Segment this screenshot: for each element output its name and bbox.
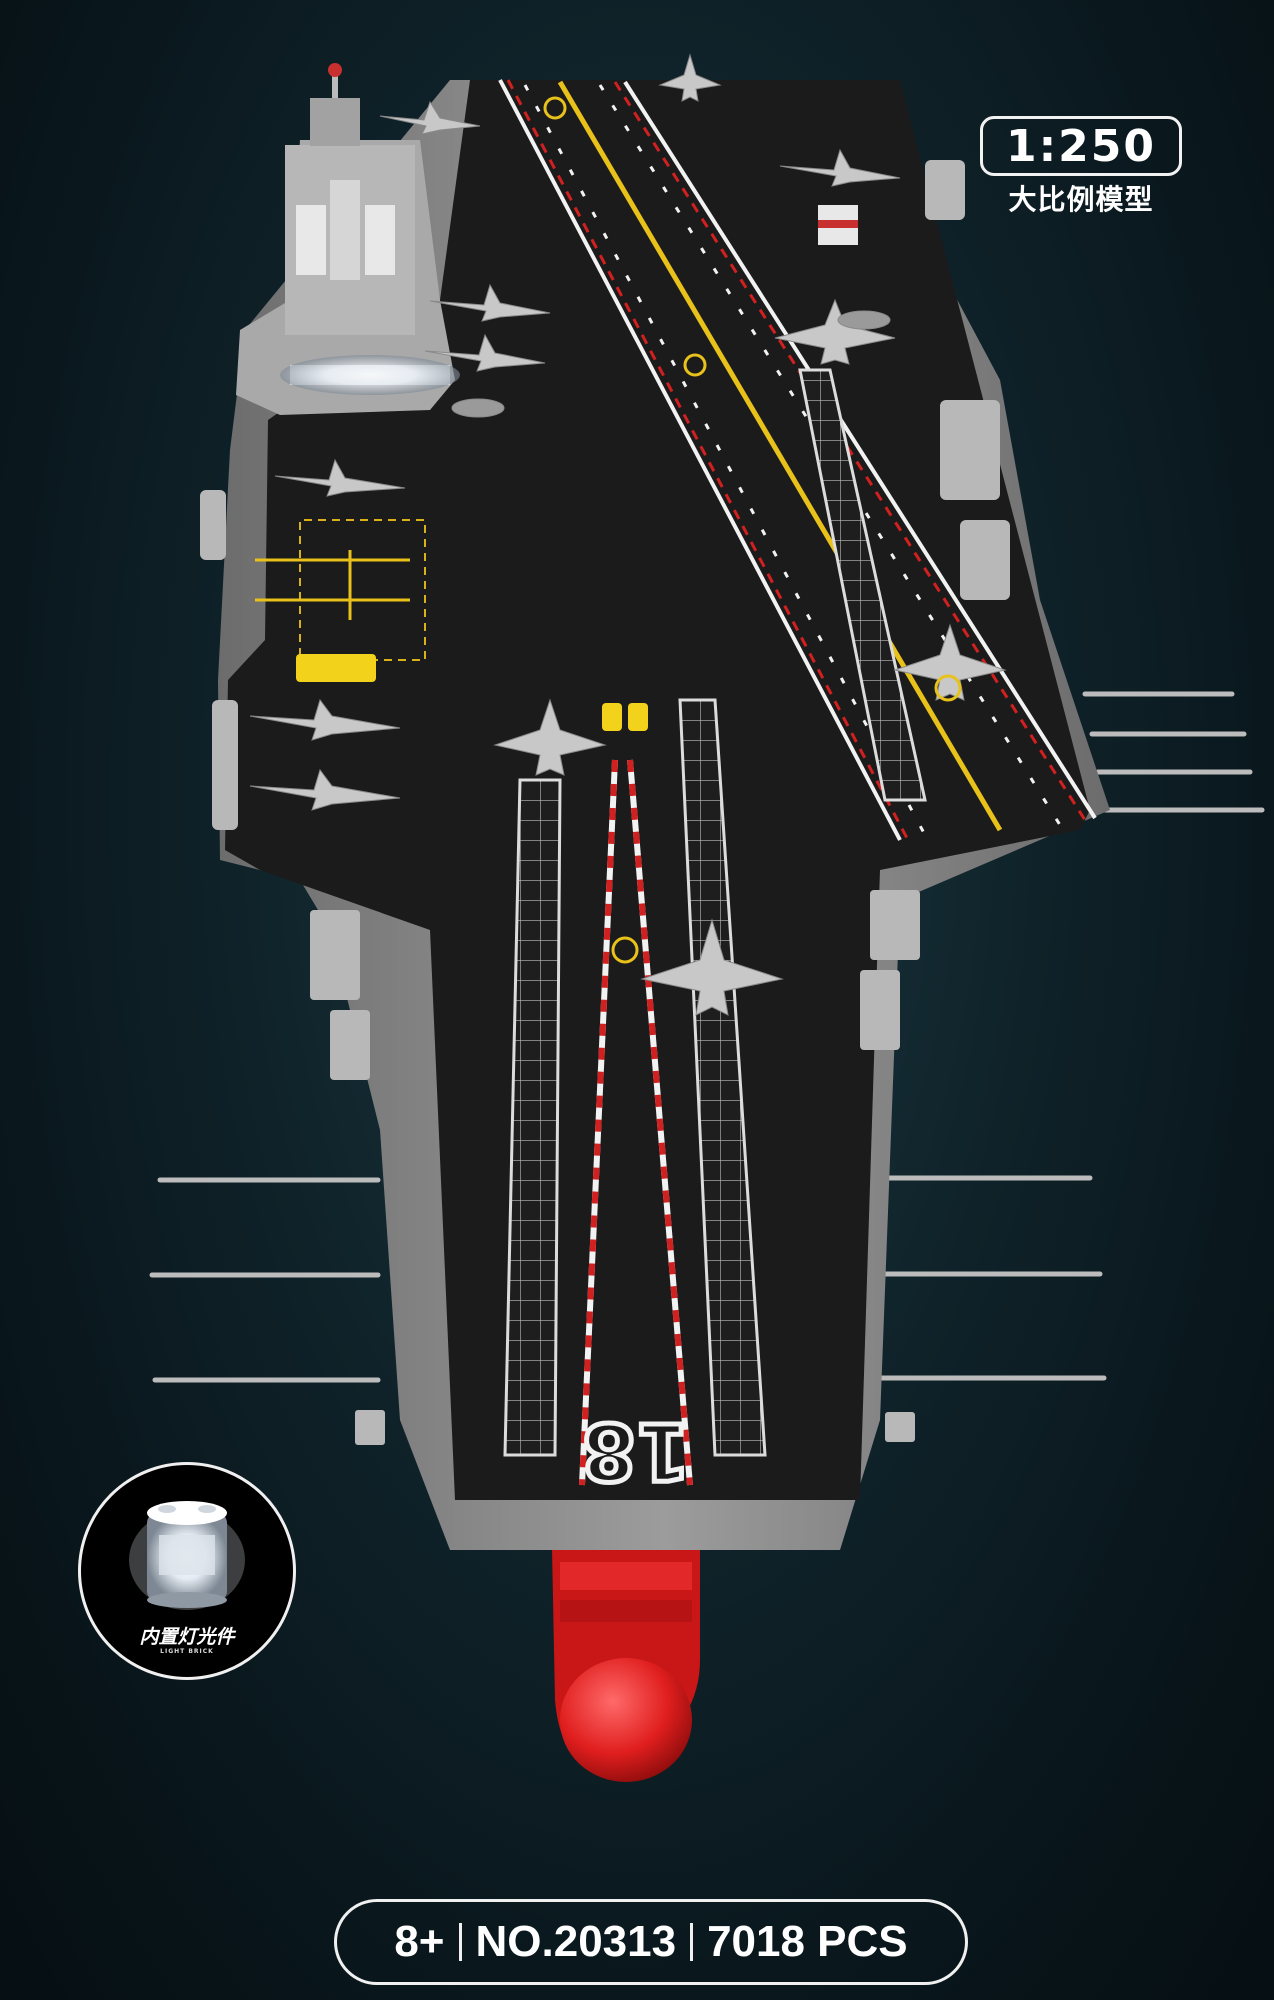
scale-badge: 1:250 bbox=[980, 116, 1182, 176]
light-brick-label: 内置灯光件 bbox=[139, 1626, 235, 1648]
piece-count: 7018 PCS bbox=[707, 1917, 908, 1966]
light-brick-icon bbox=[129, 1501, 245, 1610]
aircraft-group bbox=[249, 53, 1007, 1016]
model-number: NO.20313 bbox=[475, 1917, 677, 1966]
light-brick-sublabel: LIGHT BRICK bbox=[160, 1648, 214, 1655]
bow-bulb bbox=[552, 1548, 700, 1782]
antenna-masts bbox=[149, 691, 1265, 1383]
island-superstructure bbox=[236, 63, 460, 415]
divider bbox=[690, 1923, 694, 1961]
hull-number: 18 bbox=[582, 1405, 691, 1495]
deck-tractors bbox=[296, 205, 858, 731]
divider bbox=[458, 1923, 462, 1961]
flight-deck bbox=[225, 80, 1090, 1500]
age-rating: 8+ bbox=[394, 1917, 445, 1966]
product-info-bar: 8+ NO.20313 7018 PCS bbox=[334, 1899, 968, 1985]
angled-deck-markings bbox=[498, 79, 1097, 841]
landing-spot-marks bbox=[543, 96, 962, 964]
light-brick-badge bbox=[78, 1462, 296, 1680]
scale-subtitle: 大比例模型 bbox=[1008, 183, 1154, 216]
catapult-tracks bbox=[503, 368, 927, 1486]
side-equipment bbox=[200, 160, 1010, 1445]
